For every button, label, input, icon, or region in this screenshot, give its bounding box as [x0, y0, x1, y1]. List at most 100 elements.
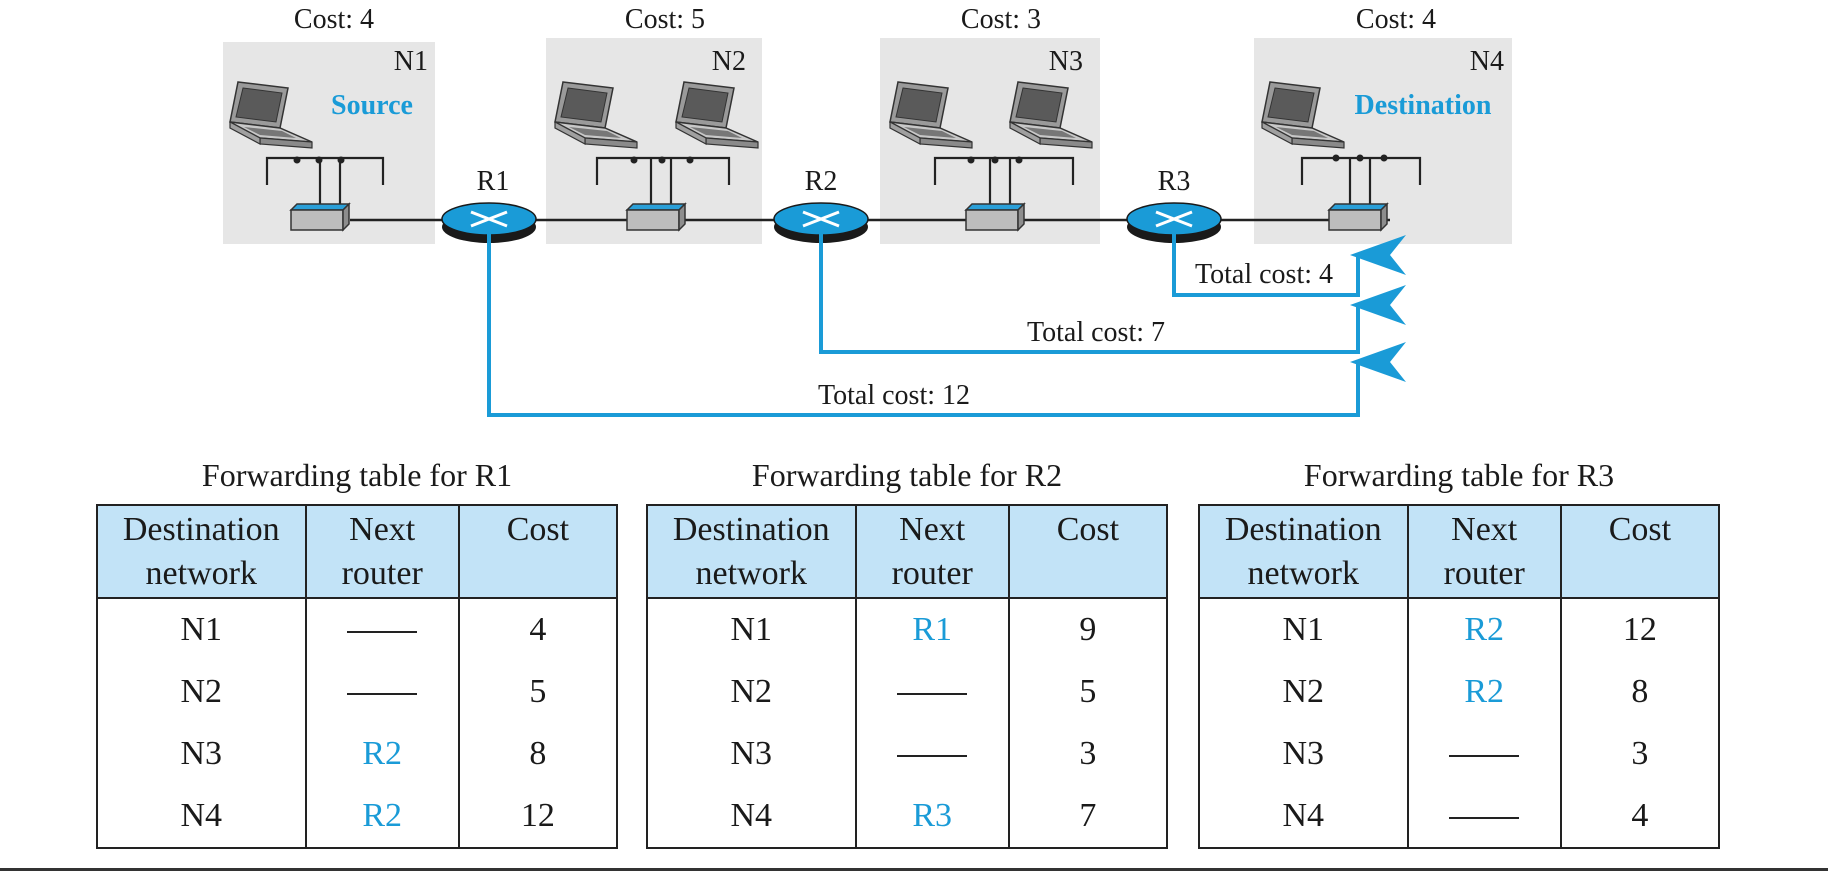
network-label-n4: N4 — [1470, 46, 1504, 77]
dots-icon — [293, 156, 345, 164]
bottom-divider — [0, 868, 1828, 871]
cell-dest: N2 — [646, 661, 857, 723]
cell-dest: N4 — [96, 785, 307, 848]
cell-next — [304, 661, 460, 723]
cell-next — [854, 723, 1010, 785]
table-title-r3: Forwarding table for R3 — [1303, 457, 1615, 493]
cell-cost: 12 — [1559, 598, 1721, 661]
cell-dest: N3 — [1198, 723, 1409, 785]
lan-n2 — [554, 81, 759, 231]
path-label-r1: Total cost: 12 — [818, 380, 970, 411]
switch-icon — [965, 203, 1025, 231]
lan-n4 — [1261, 81, 1422, 231]
cell-next — [304, 598, 460, 661]
table-row: N2 5 — [646, 661, 1169, 723]
cell-dest: N1 — [1198, 598, 1409, 661]
cell-next: R2 — [1406, 661, 1562, 723]
no-next-hop-dash — [897, 755, 968, 758]
header-cost: Cost — [1007, 505, 1169, 599]
switch-icon — [626, 203, 686, 231]
no-next-hop-dash — [1449, 755, 1520, 758]
cell-cost: 3 — [1559, 723, 1721, 785]
cell-dest: N2 — [1198, 661, 1409, 723]
cost-label-n1: Cost: 4 — [294, 4, 374, 35]
header-cost: Cost — [1559, 505, 1721, 599]
no-next-hop-dash — [897, 693, 968, 696]
cell-next: R2 — [1406, 598, 1562, 661]
cell-cost: 4 — [457, 598, 619, 661]
path-label-r3: Total cost: 4 — [1195, 259, 1333, 290]
path-r2-n4 — [819, 233, 1406, 354]
no-next-hop-dash — [347, 631, 418, 634]
cell-next — [1406, 785, 1562, 848]
cell-dest: N3 — [646, 723, 857, 785]
cell-dest: N1 — [96, 598, 307, 661]
cell-dest: N2 — [96, 661, 307, 723]
network-label-n1: N1 — [394, 46, 428, 77]
cell-next: R3 — [854, 785, 1010, 848]
cell-cost: 8 — [1559, 661, 1721, 723]
cell-cost: 8 — [457, 723, 619, 785]
cell-next — [854, 661, 1010, 723]
destination-label: Destination — [1355, 90, 1492, 121]
router-label-r3: R3 — [1158, 166, 1191, 197]
table-title-r2: Forwarding table for R2 — [751, 457, 1063, 493]
cell-cost: 3 — [1007, 723, 1169, 785]
no-next-hop-dash — [347, 693, 418, 696]
source-label: Source — [331, 90, 413, 121]
cost-label-n2: Cost: 5 — [625, 4, 705, 35]
cell-dest: N1 — [646, 598, 857, 661]
cell-next: R1 — [854, 598, 1010, 661]
lan-n1 — [229, 81, 385, 231]
cost-label-n3: Cost: 3 — [961, 4, 1041, 35]
cell-dest: N4 — [646, 785, 857, 848]
table-row: N3 3 — [1198, 723, 1721, 785]
router-label-r2: R2 — [805, 166, 838, 197]
switch-icon — [290, 203, 350, 231]
path-r3-n4 — [1172, 233, 1406, 297]
lan-n3 — [889, 81, 1093, 231]
dots-icon — [630, 156, 694, 164]
no-next-hop-dash — [1449, 817, 1520, 820]
cell-cost: 5 — [1007, 661, 1169, 723]
table-title-r1: Forwarding table for R1 — [201, 457, 513, 493]
switch-icon — [1328, 203, 1388, 231]
cell-dest: N3 — [96, 723, 307, 785]
path-label-r2: Total cost: 7 — [1027, 317, 1165, 348]
cell-dest: N4 — [1198, 785, 1409, 848]
network-label-n2: N2 — [712, 46, 746, 77]
cell-next: R2 — [304, 723, 460, 785]
dots-icon — [967, 156, 1023, 164]
router-label-r1: R1 — [477, 166, 510, 197]
header-cost: Cost — [457, 505, 619, 599]
cell-cost: 7 — [1007, 785, 1169, 848]
table-row: N3 3 — [646, 723, 1169, 785]
cell-cost: 4 — [1559, 785, 1721, 848]
cell-cost: 9 — [1007, 598, 1169, 661]
table-row: N1 4 — [96, 598, 619, 661]
dots-icon — [1332, 154, 1388, 162]
cost-label-n4: Cost: 4 — [1356, 4, 1436, 35]
cell-next: R2 — [304, 785, 460, 848]
path-r1-n4 — [487, 233, 1406, 417]
cell-next — [1406, 723, 1562, 785]
